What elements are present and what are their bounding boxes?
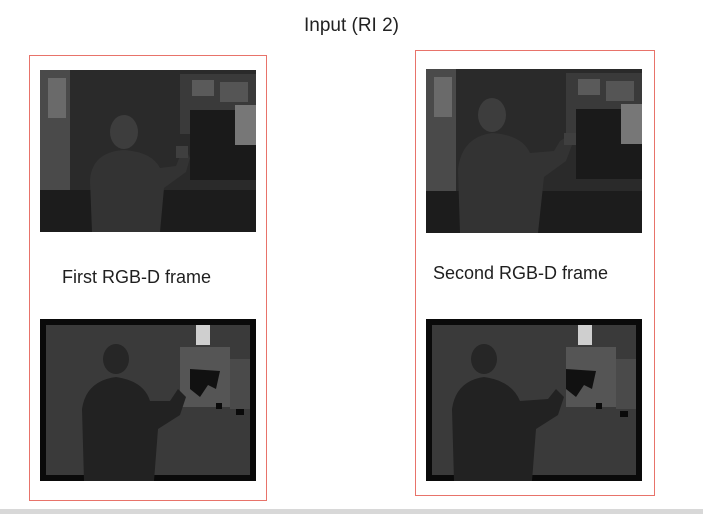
first-frame-label: First RGB-D frame xyxy=(62,267,212,287)
first-frame-panel xyxy=(29,55,267,501)
second-frame-panel xyxy=(415,50,655,496)
first-depth-image xyxy=(40,319,256,481)
second-depth-image xyxy=(426,319,642,481)
second-frame-label: Second RGB-D frame xyxy=(433,263,609,283)
first-rgb-image xyxy=(40,70,256,232)
second-rgb-image xyxy=(426,69,642,233)
bottom-divider xyxy=(0,509,703,514)
figure-title: Input (RI 2) xyxy=(303,15,400,36)
